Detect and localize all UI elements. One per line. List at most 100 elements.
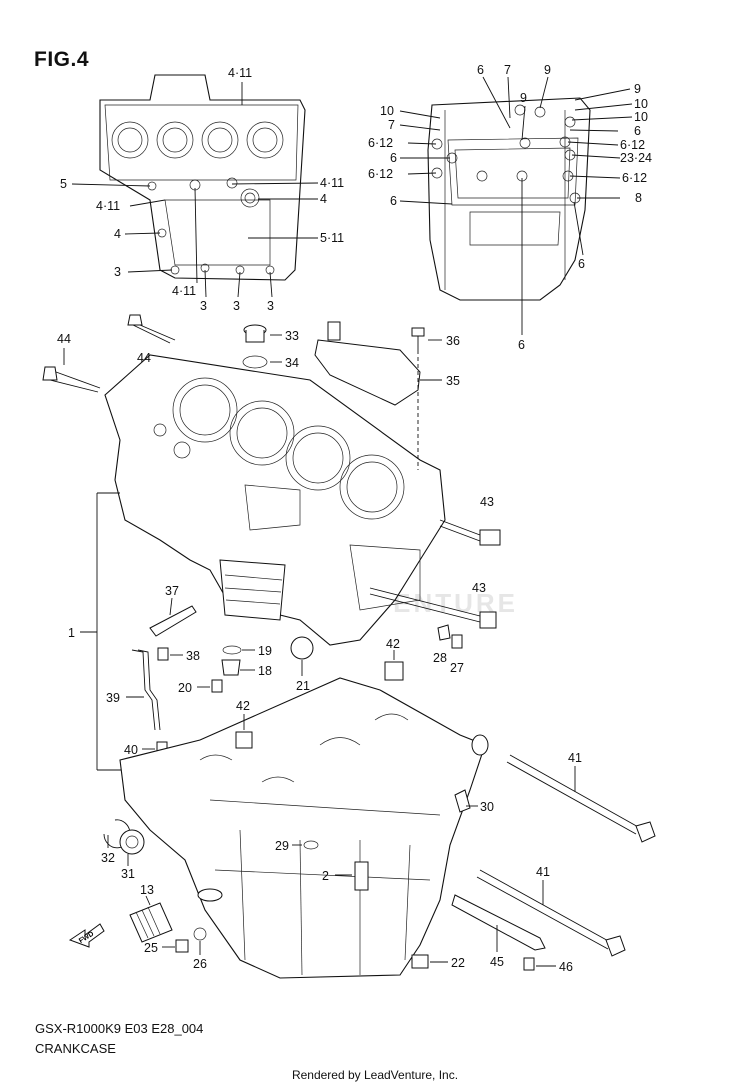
- callout-43-a: 43: [480, 495, 494, 509]
- bolt-36: [411, 327, 425, 350]
- plug-27: [451, 634, 463, 649]
- bolt-44-a: [127, 314, 176, 344]
- seal-31: [119, 829, 145, 855]
- callout-4-11-right: 4·11: [320, 176, 344, 190]
- callout-35: 35: [446, 374, 460, 388]
- figure-title: FIG.4: [34, 48, 90, 71]
- callout-4-left: 4: [114, 227, 121, 241]
- callout-40: 40: [124, 743, 138, 757]
- callout-7-top: 7: [504, 63, 511, 77]
- callout-39: 39: [106, 691, 120, 705]
- callout-42-b: 42: [236, 699, 250, 713]
- callout-5-11: 5·11: [320, 231, 344, 245]
- callout-6-left-b: 6: [390, 194, 397, 208]
- jet-18: [221, 659, 241, 676]
- callout-44-b: 44: [57, 332, 71, 346]
- part-13: [129, 902, 173, 943]
- callout-32: 32: [101, 851, 115, 865]
- callout-6-12-left-a: 6·12: [368, 136, 393, 150]
- callout-28: 28: [433, 651, 447, 665]
- lower-crankcase: [119, 677, 489, 979]
- pipe-39: [131, 649, 156, 731]
- oring-19: [222, 645, 242, 655]
- callout-5: 5: [60, 177, 67, 191]
- bolt-43-a: [439, 519, 501, 546]
- lower-case-leaders: [399, 76, 633, 335]
- assembly-bracket-1: [80, 492, 125, 771]
- callout-26: 26: [193, 957, 207, 971]
- model-code: GSX-R1000K9 E03 E28_004: [35, 1021, 204, 1036]
- sensor-30: [454, 789, 471, 813]
- bolt-25: [175, 939, 189, 953]
- callout-3-c: 3: [267, 299, 274, 313]
- plate-37: [149, 605, 197, 637]
- callout-6-left-a: 6: [390, 151, 397, 165]
- callout-38: 38: [186, 649, 200, 663]
- callout-4-11-left: 4·11: [96, 199, 120, 213]
- callout-8: 8: [635, 191, 642, 205]
- upper-case-top-view: [99, 74, 306, 281]
- lower-case-bottom-view: [427, 97, 591, 301]
- callout-6-bottom: 6: [518, 338, 525, 352]
- callout-4-11-bottom: 4·11: [172, 284, 196, 298]
- bracket-45: [451, 894, 546, 951]
- callout-6-top: 6: [477, 63, 484, 77]
- bolt-43-b: [369, 587, 497, 629]
- callout-13: 13: [140, 883, 154, 897]
- upper-crankcase: [104, 354, 446, 646]
- fwd-arrow-icon: FWD: [68, 923, 105, 948]
- footer-credit: Rendered by LeadVenture, Inc.: [291, 1068, 459, 1082]
- callout-4-right: 4: [320, 192, 327, 206]
- callout-36: 36: [446, 334, 460, 348]
- callout-7-left: 7: [388, 118, 395, 132]
- callout-33: 33: [285, 329, 299, 343]
- callout-6-right-b: 6: [578, 257, 585, 271]
- leader-37: [169, 597, 173, 616]
- callout-6-12-left-b: 6·12: [368, 167, 393, 181]
- upper-case-leaders: [71, 82, 319, 298]
- callout-25: 25: [144, 941, 158, 955]
- callout-34: 34: [285, 356, 299, 370]
- callout-10-right-a: 10: [634, 97, 648, 111]
- plug-33: [243, 324, 267, 343]
- callout-44-a: 44: [137, 351, 151, 365]
- callout-23-24: 23·24: [620, 151, 652, 165]
- callout-3-b: 3: [233, 299, 240, 313]
- callout-9-c: 9: [634, 82, 641, 96]
- collar-42-b: [235, 731, 253, 749]
- callout-37: 37: [165, 584, 179, 598]
- callout-29: 29: [275, 839, 289, 853]
- bolt-46: [523, 957, 535, 971]
- stud-bolt-41-b: [476, 869, 626, 957]
- callout-3-a: 3: [200, 299, 207, 313]
- callout-3-left: 3: [114, 265, 121, 279]
- callout-4-11-top: 4·11: [228, 66, 252, 80]
- callout-46: 46: [559, 960, 573, 974]
- callout-45: 45: [490, 955, 504, 969]
- washer-26: [193, 927, 207, 941]
- washer-28: [437, 624, 451, 641]
- callout-41-b: 41: [536, 865, 550, 879]
- callout-41-a: 41: [568, 751, 582, 765]
- callout-19: 19: [258, 644, 272, 658]
- cap-21: [290, 636, 314, 660]
- callout-31: 31: [121, 867, 135, 881]
- bolt-38: [157, 647, 169, 661]
- callout-6-right-a: 6: [634, 124, 641, 138]
- stud-bolt-41-a: [506, 754, 656, 843]
- callout-9-a: 9: [520, 91, 527, 105]
- callout-18: 18: [258, 664, 272, 678]
- callout-1: 1: [68, 626, 75, 640]
- callout-6-12-right-b: 6·12: [622, 171, 647, 185]
- callout-42-a: 42: [386, 637, 400, 651]
- oring-34: [242, 355, 268, 369]
- oring-29: [303, 840, 319, 850]
- bolt-20: [211, 679, 223, 693]
- plug-22: [411, 954, 429, 969]
- callout-21: 21: [296, 679, 310, 693]
- callout-30: 30: [480, 800, 494, 814]
- callout-6-12-right-a: 6·12: [620, 138, 645, 152]
- section-name: CRANKCASE: [35, 1041, 116, 1056]
- callout-27: 27: [450, 661, 464, 675]
- callout-22: 22: [451, 956, 465, 970]
